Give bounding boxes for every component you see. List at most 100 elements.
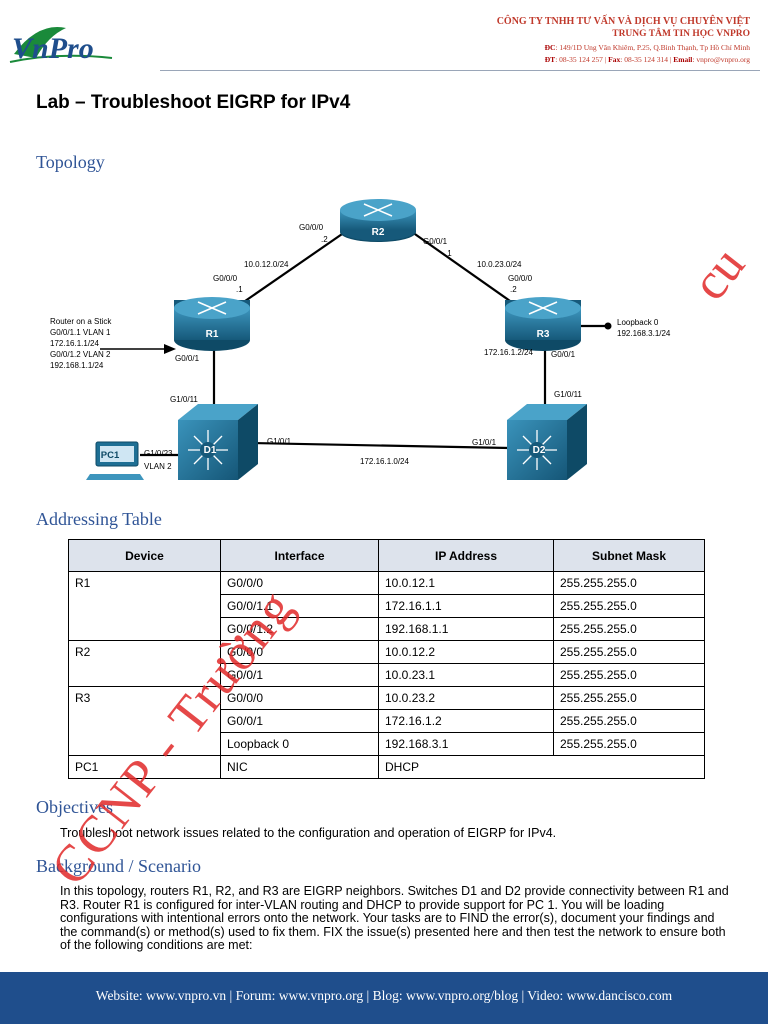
d2-label: D2: [533, 445, 546, 456]
vnpro-logo: VnPro: [9, 27, 113, 65]
r2-g000-label: G0/0/0: [299, 223, 324, 232]
r1-label: R1: [206, 329, 219, 340]
cell-mask: 255.255.255.0: [553, 709, 705, 733]
cell-ip: 192.168.3.1: [378, 732, 554, 756]
cell-device: [68, 617, 221, 641]
page-footer: Website: www.vnpro.vn | Forum: www.vnpro…: [0, 972, 768, 1024]
r3-g000-host: .2: [510, 285, 517, 294]
cell-interface: G0/0/1.2: [220, 617, 379, 641]
cell-interface: G0/0/0: [220, 640, 379, 664]
table-row: R1 G0/0/0 10.0.12.1 255.255.255.0: [68, 571, 705, 595]
company-info: CÔNG TY TNHH TƯ VẤN VÀ DỊCH VỤ CHUYÊN VI…: [497, 16, 750, 64]
cell-device: R2: [68, 640, 221, 664]
r2-g001-label: G0/0/1: [423, 237, 448, 246]
cell-ip: 172.16.1.1: [378, 594, 554, 618]
header-ip: IP Address: [378, 539, 554, 572]
pc1-label: PC1: [101, 450, 120, 461]
cell-device: [68, 594, 221, 618]
switch-d1: [178, 404, 258, 480]
objectives-text: Troubleshoot network issues related to t…: [60, 826, 557, 840]
cell-device: PC1: [68, 755, 221, 779]
section-background: Background / Scenario: [36, 856, 201, 876]
footer-links: Website: www.vnpro.vn | Forum: www.vnpro…: [95, 988, 673, 1003]
table-row: PC1 NIC DHCP: [68, 755, 705, 779]
router-r3: [505, 297, 581, 351]
header-divider: [160, 70, 760, 71]
cell-interface: NIC: [220, 755, 379, 779]
r1-g000-host: .1: [236, 285, 243, 294]
ros-label-2: G0/0/1.1 VLAN 1: [50, 328, 111, 337]
header-device: Device: [68, 539, 221, 572]
table-row: G0/0/1.1 172.16.1.1 255.255.255.0: [68, 594, 705, 618]
cell-ip: 10.0.12.1: [378, 571, 554, 595]
section-addressing: Addressing Table: [36, 509, 162, 529]
d1-g1011-label: G1/0/11: [170, 395, 198, 404]
ros-label-3: 172.16.1.1/24: [50, 339, 99, 348]
r2-g000-host: .2: [321, 235, 328, 244]
cell-mask: 255.255.255.0: [553, 732, 705, 756]
header-mask: Subnet Mask: [553, 539, 705, 572]
table-header-row: Device Interface IP Address Subnet Mask: [68, 539, 705, 572]
topology-diagram: R2 R1 R3 D1 D2: [50, 199, 671, 480]
cell-interface: G0/0/1: [220, 709, 379, 733]
r1-g000-label: G0/0/0: [213, 274, 238, 283]
table-row: G0/0/1 10.0.23.1 255.255.255.0: [68, 663, 705, 687]
d2-g1011-label: G1/0/11: [554, 390, 582, 399]
cell-mask: 255.255.255.0: [553, 571, 705, 595]
vlan2-label: VLAN 2: [144, 462, 172, 471]
cell-device: R3: [68, 686, 221, 710]
r2-g001-host: .1: [445, 249, 452, 258]
ros-label-4: G0/0/1.2 VLAN 2: [50, 350, 111, 359]
logo-text: VnPro: [12, 32, 94, 65]
cell-mask: 255.255.255.0: [553, 617, 705, 641]
d1-d2-net-label: 172.16.1.0/24: [360, 457, 409, 466]
section-objectives: Objectives: [36, 797, 113, 817]
r2-label: R2: [372, 227, 385, 238]
r3-g000-label: G0/0/0: [508, 274, 533, 283]
cell-device: R1: [68, 571, 221, 595]
cell-interface: G0/0/1.1: [220, 594, 379, 618]
net-23-label: 10.0.23.0/24: [477, 260, 522, 269]
cell-mask: 255.255.255.0: [553, 594, 705, 618]
r3-label: R3: [537, 329, 550, 340]
cell-ip: 192.168.1.1: [378, 617, 554, 641]
net-12-label: 10.0.12.0/24: [244, 260, 289, 269]
loopback-addr-label: 192.168.3.1/24: [617, 329, 671, 338]
ros-label-1: Router on a Stick: [50, 317, 112, 326]
cell-mask: 255.255.255.0: [553, 686, 705, 710]
r3-g001-label: G0/0/1: [551, 350, 576, 359]
pc1: [86, 441, 144, 480]
section-topology: Topology: [36, 152, 105, 172]
table-row: Loopback 0 192.168.3.1 255.255.255.0: [68, 732, 705, 756]
d2-g101-label: G1/0/1: [472, 438, 497, 447]
cell-ip: 10.0.12.2: [378, 640, 554, 664]
cell-interface: Loopback 0: [220, 732, 379, 756]
ros-label-5: 192.168.1.1/24: [50, 361, 104, 370]
page-title: Lab – Troubleshoot EIGRP for IPv4: [36, 92, 351, 113]
r3-addr-label: 172.16.1.2/24: [484, 348, 533, 357]
d1-label: D1: [204, 445, 217, 456]
cell-ip: 10.0.23.1: [378, 663, 554, 687]
loopback-label: Loopback 0: [617, 318, 659, 327]
cell-ip: 10.0.23.2: [378, 686, 554, 710]
background-text: In this topology, routers R1, R2, and R3…: [60, 884, 729, 952]
table-row: R2 G0/0/0 10.0.12.2 255.255.255.0: [68, 640, 705, 664]
router-r2: [340, 199, 416, 242]
d1-g1023-label: G1/0/23: [144, 449, 173, 458]
page-header: VnPro CÔNG TY TNHH TƯ VẤN VÀ DỊCH VỤ CHU…: [0, 0, 768, 75]
cell-ip: 172.16.1.2: [378, 709, 554, 733]
router-r1: [174, 297, 250, 351]
cell-interface: G0/0/0: [220, 571, 379, 595]
r1-g001-label: G0/0/1: [175, 354, 200, 363]
addressing-table: Device Interface IP Address Subnet Mask …: [68, 539, 705, 779]
company-address: ĐC: 149/1D Ung Văn Khiêm, P.25, Q.Bình T…: [544, 43, 750, 52]
cell-mask: 255.255.255.0: [553, 663, 705, 687]
cell-ip: DHCP: [378, 755, 705, 779]
d1-g101-label: G1/0/1: [267, 437, 292, 446]
center-name: TRUNG TÂM TIN HỌC VNPRO: [612, 29, 750, 39]
company-contact: ĐT: 08-35 124 257 | Fax: 08-35 124 314 |…: [544, 55, 750, 64]
header-interface: Interface: [220, 539, 379, 572]
switch-d2: [507, 404, 587, 480]
table-row: G0/0/1.2 192.168.1.1 255.255.255.0: [68, 617, 705, 641]
company-name: CÔNG TY TNHH TƯ VẤN VÀ DỊCH VỤ CHUYÊN VI…: [496, 16, 750, 27]
